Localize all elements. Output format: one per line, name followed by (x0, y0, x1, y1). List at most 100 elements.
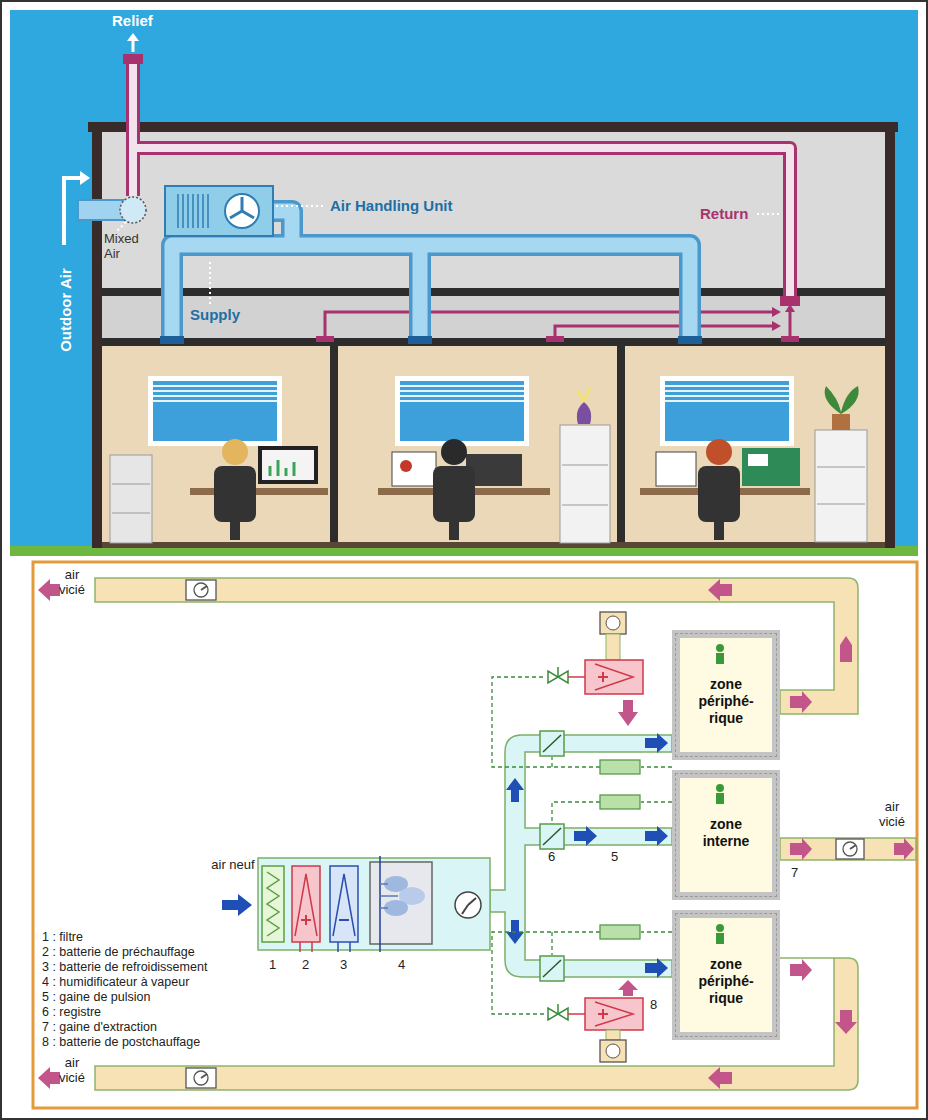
ahu-components-part (295, 874, 317, 936)
office-3-part (832, 414, 850, 430)
supply-arrows-part (506, 778, 524, 802)
office-1-part (148, 376, 282, 446)
relief-arrow-part (132, 40, 135, 52)
dampers-part (543, 828, 561, 845)
reheat-units-part (606, 1030, 620, 1040)
supply-label: Supply (190, 306, 240, 323)
supply-duct-part (408, 336, 432, 344)
valves-part (568, 676, 585, 678)
valves-part (558, 671, 568, 683)
callout-number: 2 (302, 958, 309, 973)
control-lines-part (641, 766, 672, 767)
building (88, 122, 898, 548)
office-2-part (562, 465, 608, 505)
valves (548, 667, 585, 1020)
ahu-components-part (300, 942, 312, 952)
exhaust-arrows-part (835, 1010, 857, 1034)
office-2 (378, 376, 610, 543)
exhaust-arrows-part (840, 636, 852, 662)
reheat-units-part (600, 1040, 626, 1062)
leader-lines-part (276, 205, 325, 207)
building-part (102, 132, 885, 288)
dampers-part (540, 731, 564, 756)
callout-number: 3 (340, 958, 347, 973)
exhaust-air-label: air vicié (50, 568, 94, 598)
ahu-components-part (455, 892, 481, 918)
supply-network (258, 735, 672, 977)
thermostat-symbol-part (716, 653, 724, 664)
control-lines-part (641, 801, 672, 802)
ahu-components-part (380, 884, 398, 908)
mixing-box-part (120, 197, 146, 223)
exhaust-arrows-part (38, 1067, 60, 1089)
ahu-components-part (462, 898, 476, 914)
exhaust-arrows-part (790, 959, 812, 981)
thermostat-symbol (710, 922, 730, 946)
ahu-components-part (379, 856, 381, 952)
air-handling-unit-part (165, 186, 273, 236)
office-2-part (395, 376, 529, 446)
sensor-boxes-part (600, 760, 640, 774)
office-3-part (706, 439, 732, 465)
valves-part (548, 1008, 558, 1020)
office-3-part (817, 467, 865, 504)
dampers (540, 731, 564, 981)
outdoor-air-arrow-part (80, 171, 90, 185)
supply-network-part (490, 735, 672, 977)
zone-label: zone périphé- rique (698, 676, 753, 726)
office-3 (640, 376, 867, 542)
reheat-units-part (618, 700, 638, 726)
ahu-components-part (333, 874, 355, 936)
return-arrowheads-part (772, 307, 781, 317)
office-2-part (578, 388, 590, 402)
exhaust-arrows-part (790, 838, 812, 860)
building-part (102, 288, 885, 296)
return-arrowheads-part (781, 336, 799, 342)
air-handling-unit-part (178, 194, 208, 228)
office-1-part (262, 450, 314, 480)
office-1-part (258, 446, 318, 484)
exhaust-arrows-part (708, 579, 732, 601)
exhaust-arrows-part (38, 579, 60, 601)
leader-lines (116, 206, 780, 304)
building-part (102, 296, 885, 338)
office-1-part (230, 522, 240, 540)
legend-line: 6 : registre (42, 1005, 101, 1019)
office-1-part (112, 484, 150, 513)
office-3-part (665, 381, 789, 441)
thermostat-symbol-part (716, 784, 724, 792)
ahu-components-part (330, 866, 358, 942)
ahu-label: Air Handling Unit (330, 197, 453, 214)
office-2-part (400, 460, 412, 472)
sky-part (10, 10, 918, 556)
legend-line: 7 : gaine d'extraction (42, 1020, 157, 1034)
office-3-part (825, 386, 859, 414)
control-lines-part (551, 757, 552, 767)
office-1-part (190, 488, 328, 495)
office-3-part (656, 452, 696, 486)
legend-line: 2 : batterie de préchauffage (42, 945, 195, 959)
fresh-air-label: air neuf (210, 858, 256, 873)
leader-lines-part (757, 213, 780, 215)
supply-arrows-part (645, 958, 668, 978)
legend-line: 3 : batterie de refroidissement (42, 960, 207, 974)
control-lines (492, 677, 672, 1014)
air-handling-unit (165, 186, 273, 236)
thermostat-symbol-part (716, 644, 724, 652)
air-handling-unit-part (230, 197, 254, 218)
reheat-units-part (595, 664, 633, 690)
exhaust-ducts-part (780, 838, 916, 860)
office-1-part (222, 439, 248, 465)
exhaust-ducts (95, 578, 916, 1090)
callout-number: 6 (548, 850, 555, 865)
control-lines-part (641, 931, 672, 932)
reheat-units-part (618, 980, 638, 996)
return-branches-part (325, 312, 772, 338)
callout-number: 5 (611, 850, 618, 865)
control-lines-part (551, 932, 552, 955)
office-2-part (560, 425, 610, 543)
supply-duct-part (678, 336, 702, 344)
office-3-part (665, 386, 789, 401)
office-2-part (400, 386, 524, 401)
sensor-boxes-part (600, 795, 640, 809)
